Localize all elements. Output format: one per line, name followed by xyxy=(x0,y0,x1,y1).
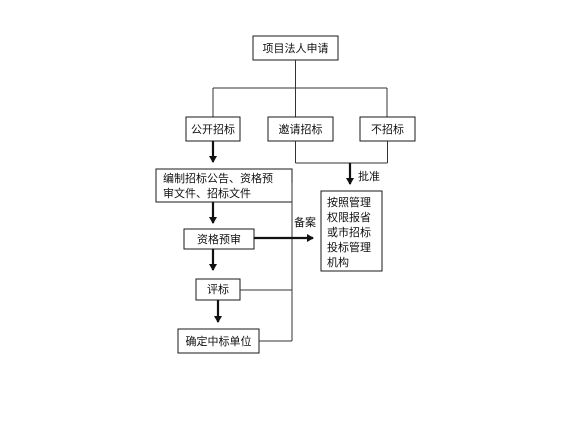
authority-line-2: 权限报省 xyxy=(327,210,371,224)
approve-label: 批准 xyxy=(358,169,380,183)
apply-box xyxy=(252,35,339,61)
invite-bid-label: 邀请招标 xyxy=(279,122,323,136)
winner-label: 确定中标单位 xyxy=(186,334,252,348)
invite-bid-box xyxy=(267,116,334,142)
authority-box xyxy=(320,190,383,272)
authority-line-3: 或市招标 xyxy=(327,225,371,239)
authority-line-5: 机构 xyxy=(327,255,349,269)
no-bid-box xyxy=(359,116,416,142)
apply-label: 项目法人申请 xyxy=(263,41,329,55)
no-bid-label: 不招标 xyxy=(371,122,404,136)
compile-docs-line-2: 审文件、招标文件 xyxy=(163,186,251,200)
authority-line-1: 按照管理 xyxy=(327,195,371,209)
compile-docs-line-1: 编制招标公告、资格预 xyxy=(163,171,273,185)
winner-box xyxy=(177,328,260,354)
compile-docs-box xyxy=(155,168,293,203)
authority-line-4: 投标管理 xyxy=(327,240,371,254)
evaluate-label: 评标 xyxy=(207,282,229,296)
open-bid-label: 公开招标 xyxy=(191,122,235,136)
filing-label: 备案 xyxy=(294,215,316,229)
prequal-label: 资格预审 xyxy=(197,232,241,246)
